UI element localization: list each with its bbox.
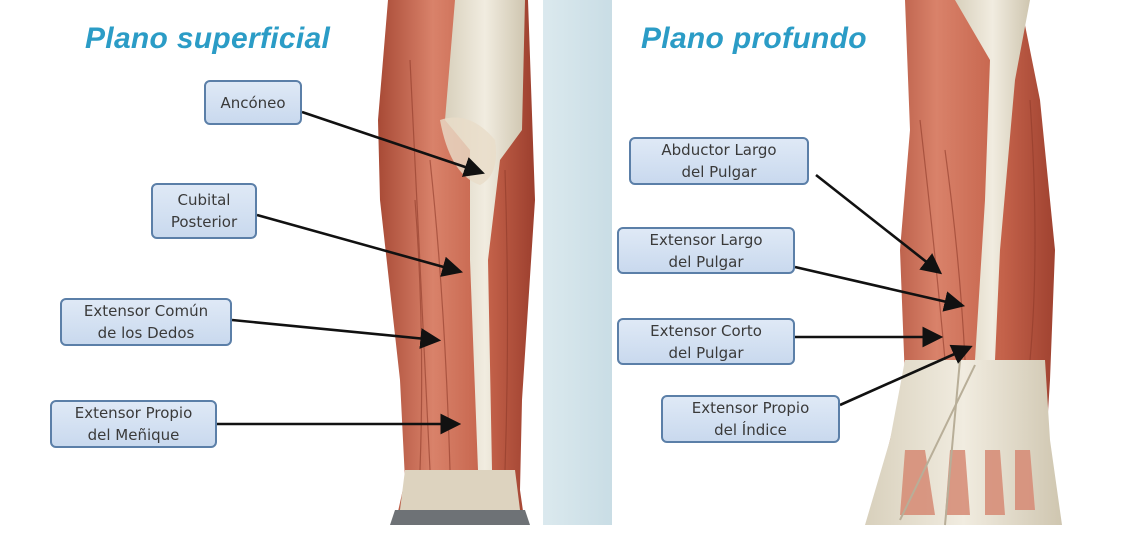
label-line: Extensor Largo	[649, 230, 763, 249]
label-line: del Pulgar	[668, 252, 744, 271]
label-line: Extensor Propio	[74, 404, 193, 422]
arrow-abductor-largo	[815, 173, 943, 275]
label-line: del Meñique	[87, 426, 180, 444]
label-line: del Índice	[714, 421, 787, 439]
label-extensor-comun-dedos: Extensor Común de los Dedos	[60, 298, 232, 346]
label-line: Abductor Largo	[661, 141, 777, 159]
divider-strip	[543, 0, 612, 525]
label-line: Ancóneo	[220, 93, 286, 112]
label-line: Extensor Propio	[691, 399, 810, 417]
label-extensor-propio-indice: Extensor Propio del Índice	[661, 395, 840, 443]
arrow-extensor-comun	[231, 318, 442, 349]
deep-forearm	[865, 0, 1062, 526]
superficial-forearm	[378, 0, 535, 525]
label-extensor-largo-pulgar: Extensor Largo del Pulgar	[617, 227, 795, 274]
label-anconeo: Ancóneo	[204, 80, 302, 125]
label-line: del Pulgar	[681, 163, 757, 181]
label-line: Extensor Común	[83, 302, 209, 320]
label-line: Posterior	[170, 213, 238, 231]
label-line: Cubital	[177, 191, 231, 209]
label-extensor-propio-menique: Extensor Propio del Meñique	[50, 400, 217, 448]
title-profundo: Plano profundo	[641, 22, 867, 55]
arrow-cubital-posterior	[256, 213, 464, 277]
label-extensor-corto-pulgar: Extensor Corto del Pulgar	[617, 318, 795, 365]
label-cubital-posterior: Cubital Posterior	[151, 183, 257, 239]
arrow-anconeo	[301, 110, 485, 177]
label-line: del Pulgar	[668, 343, 744, 362]
arrow-extensor-largo	[794, 265, 966, 312]
arrow-extensor-propio-indice	[839, 344, 973, 407]
label-line: Extensor Corto	[650, 321, 762, 340]
label-abductor-largo-pulgar: Abductor Largo del Pulgar	[629, 137, 809, 185]
title-superficial: Plano superficial	[85, 22, 331, 55]
label-line: de los Dedos	[97, 324, 195, 342]
